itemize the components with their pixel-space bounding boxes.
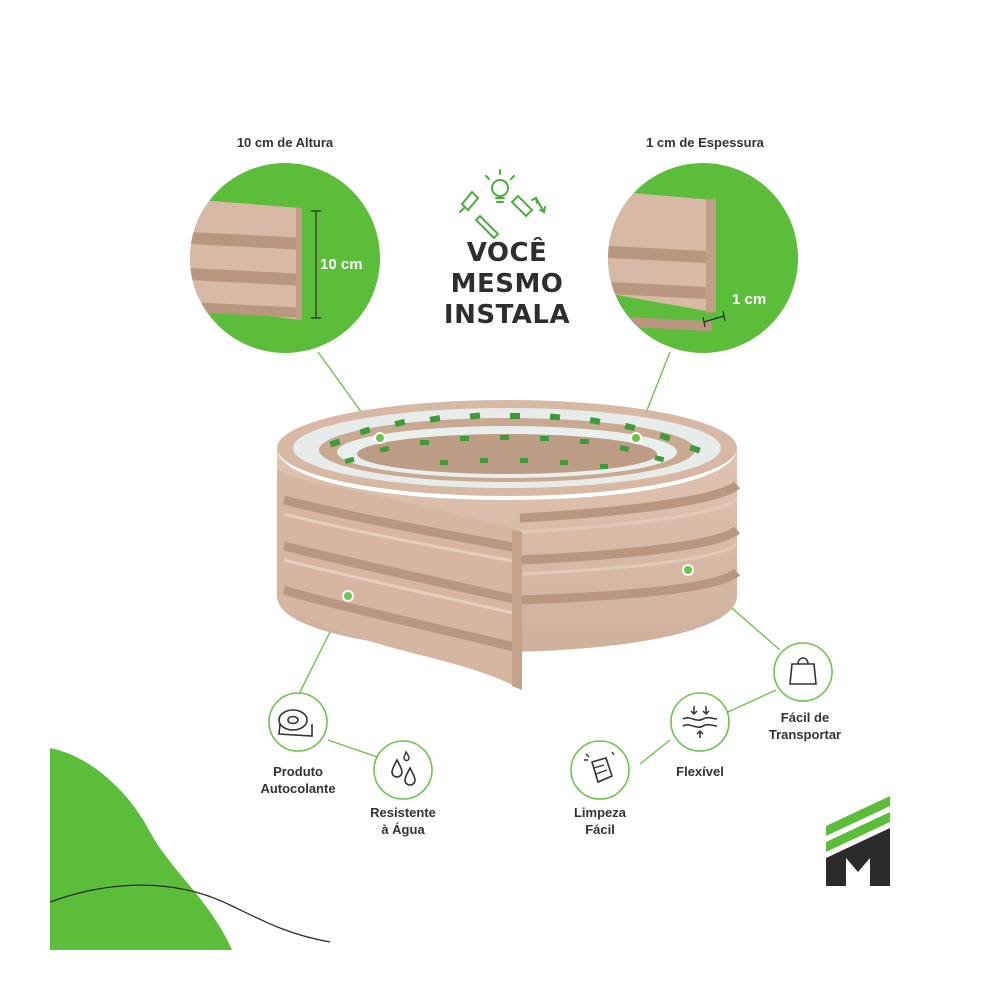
headline-line-2: MESMO: [450, 269, 564, 299]
thickness-caption: 1 cm de Espessura: [646, 135, 764, 150]
feature-easy-transport-label: Fácil de Transportar: [740, 709, 870, 743]
feature-water-resistant-line-1: Resistente: [370, 805, 436, 820]
tape-roll-icon: [268, 692, 328, 752]
connector-dots: [342, 432, 694, 602]
feature-water-resistant-label: Resistente à Água: [343, 804, 463, 838]
headline-diy: VOCÊ MESMO INSTALA: [412, 238, 602, 331]
height-detail-circle: [190, 163, 380, 353]
baseboard-roll: [277, 400, 741, 690]
feature-easy-clean-line-1: Limpeza: [573, 805, 626, 820]
feature-self-adhesive-label: Produto Autocolante: [238, 763, 358, 797]
thickness-detail-circle: [608, 163, 798, 353]
thickness-dimension-label: 1 cm: [732, 291, 767, 308]
headline-line-3: INSTALA: [443, 300, 571, 330]
feature-flexible-label: Flexível: [640, 763, 760, 780]
height-dimension-label: 10 cm: [320, 256, 363, 273]
flex-arrows-icon: [670, 692, 730, 752]
feature-easy-transport-line-2: Transportar: [768, 727, 842, 742]
cleaning-hand-icon: [570, 740, 630, 800]
diy-tools-icon: [459, 169, 546, 240]
bag-icon: [773, 642, 833, 702]
feature-self-adhesive-line-1: Produto: [273, 764, 323, 779]
brand-logo: [826, 796, 890, 886]
water-drops-icon: [373, 740, 433, 800]
feature-water-resistant-line-2: à Água: [381, 822, 425, 837]
feature-self-adhesive-line-2: Autocolante: [260, 781, 336, 796]
headline-line-1: VOCÊ: [466, 238, 548, 268]
feature-flexible-line-1: Flexível: [676, 764, 724, 779]
feature-easy-clean-line-2: Fácil: [585, 822, 615, 837]
decorative-green-blob: [49, 748, 331, 950]
feature-easy-clean-label: Limpeza Fácil: [540, 804, 660, 838]
feature-easy-transport-line-1: Fácil de: [780, 710, 830, 725]
height-caption: 10 cm de Altura: [236, 135, 334, 150]
